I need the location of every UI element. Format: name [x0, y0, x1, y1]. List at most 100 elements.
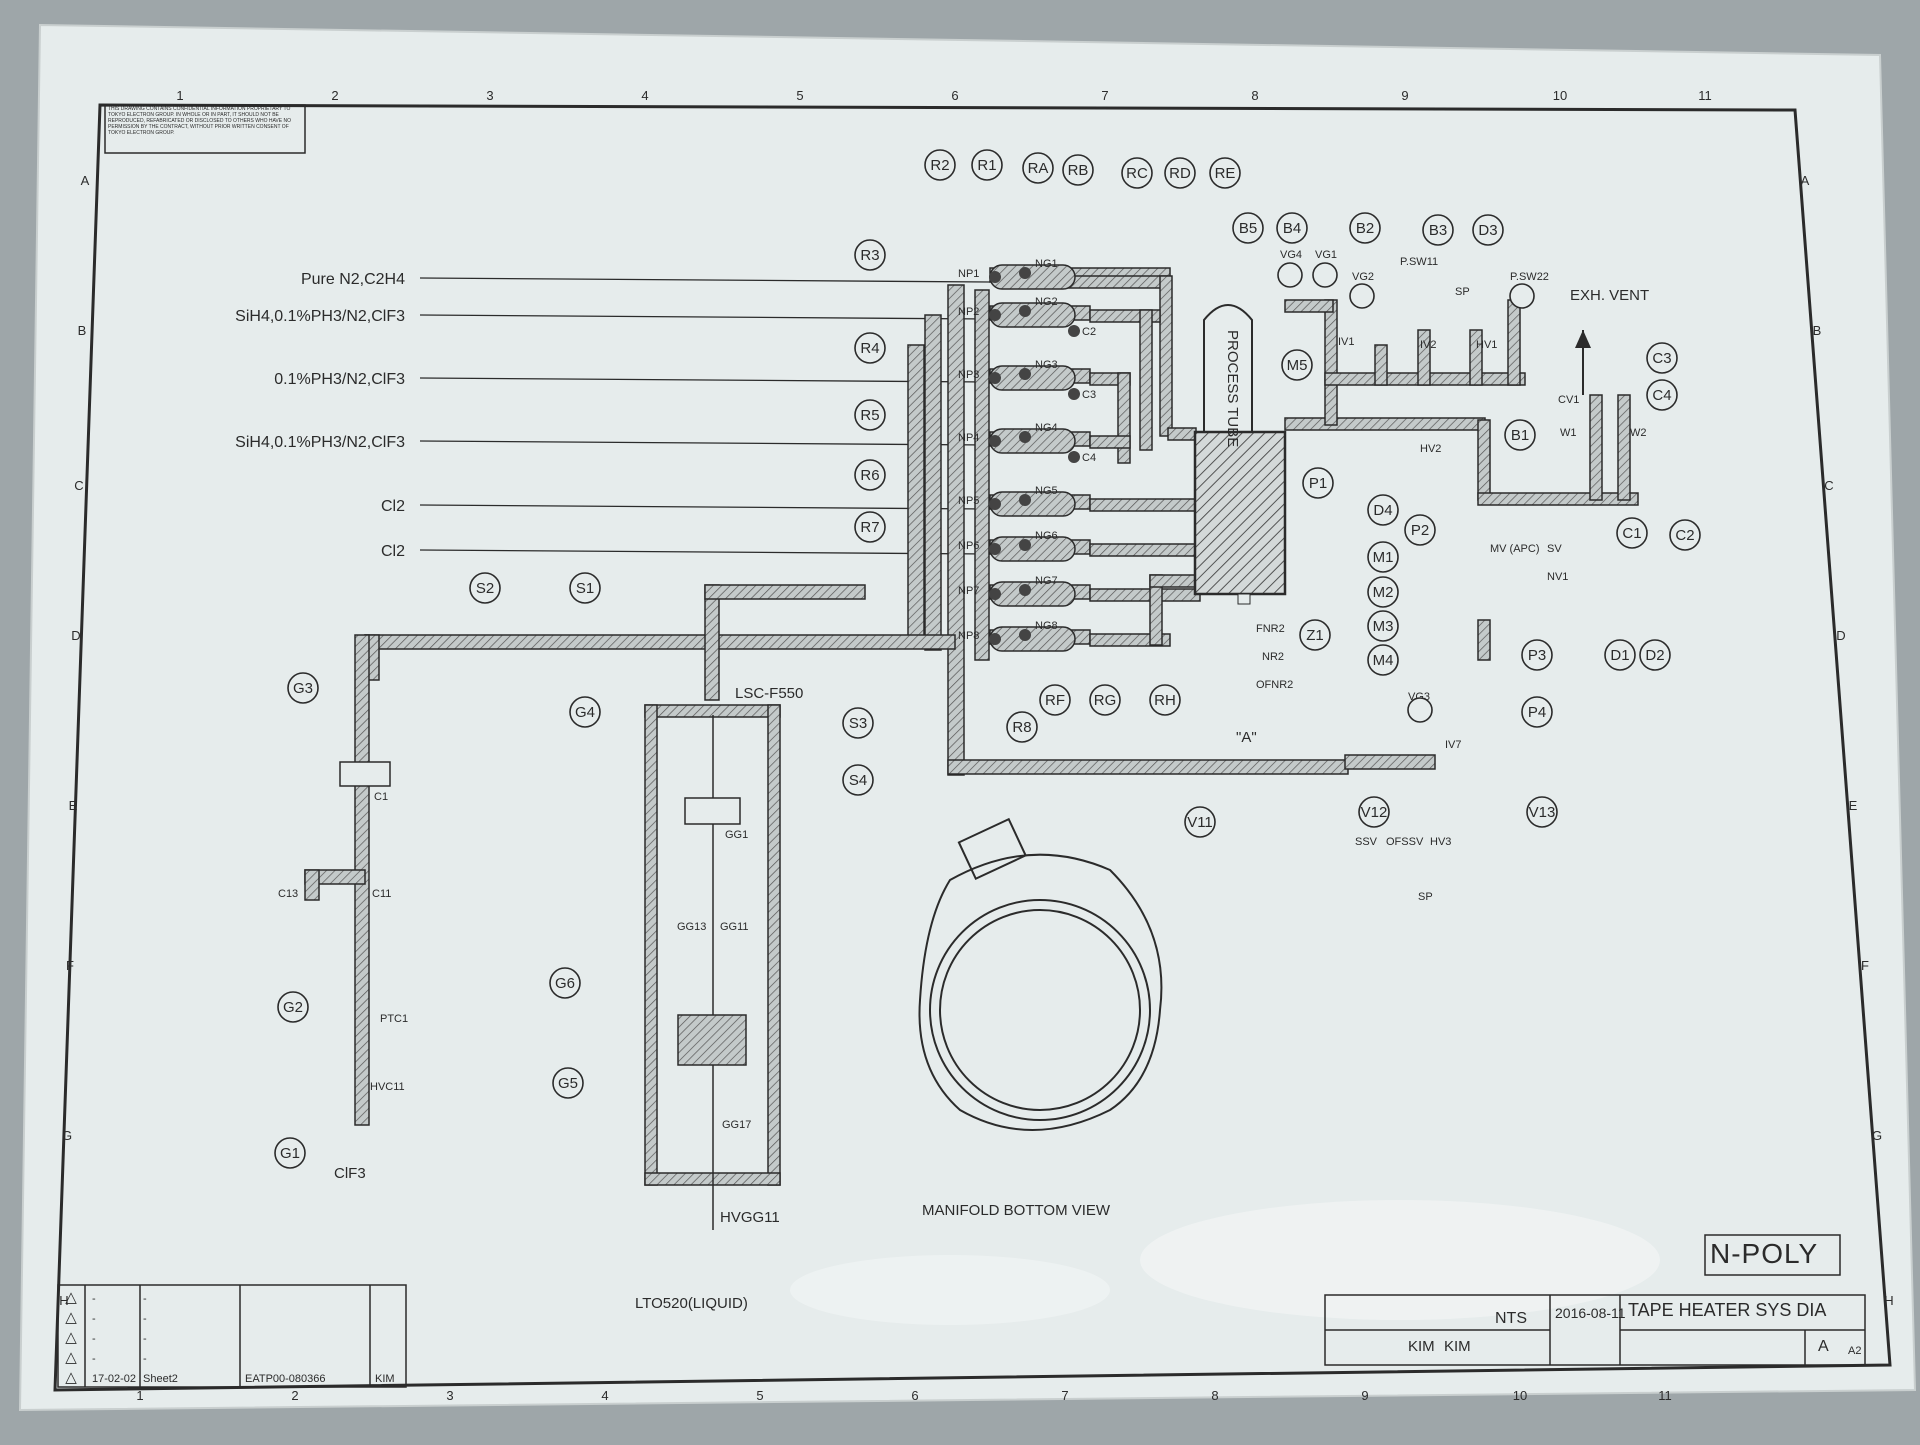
grid-col-label: 9 — [1401, 88, 1408, 103]
np-valve-icon — [989, 588, 1001, 600]
tag-label: RC — [1126, 165, 1148, 182]
tag-label: R7 — [860, 519, 879, 536]
np-valve-icon — [989, 271, 1001, 283]
tag-label: M1 — [1373, 549, 1394, 566]
process-label: PROCESS TUBE — [1224, 330, 1241, 447]
tag-label: S2 — [476, 580, 494, 597]
tag-label: P3 — [1528, 647, 1546, 664]
component-label: OFNR2 — [1256, 679, 1293, 691]
grid-row-label: E — [69, 798, 78, 813]
feed-label: Pure N2,C2H4 — [301, 271, 405, 288]
grid-col-label: 2 — [331, 88, 338, 103]
tag-circle — [1281, 349, 1313, 381]
grid-col-label-bottom: 1 — [136, 1388, 143, 1403]
grid-col-label-bottom: 4 — [601, 1388, 608, 1403]
grid-row-label: F — [66, 958, 74, 973]
c-label: C2 — [1082, 326, 1096, 338]
component-label: SV — [1547, 543, 1562, 555]
rev-note: - — [143, 1313, 147, 1325]
tag-label: R8 — [1012, 719, 1031, 736]
component-label: HV2 — [1420, 443, 1441, 455]
tag-circle — [1521, 639, 1553, 671]
component-label: FNR2 — [1256, 623, 1285, 635]
tag-circle — [1367, 576, 1399, 608]
component-label: IV2 — [1420, 339, 1437, 351]
component-label: GG11 — [720, 921, 749, 933]
ng-block — [989, 264, 1076, 290]
tag-circle — [1526, 796, 1558, 828]
ng-valve-icon — [1019, 431, 1031, 443]
feed-line — [419, 377, 991, 383]
grid-col-label: 10 — [1553, 88, 1567, 103]
rev-date: - — [92, 1353, 96, 1365]
tag-label: G4 — [575, 704, 595, 721]
drawing-frame — [53, 103, 1892, 1392]
component-label: HVGG11 — [720, 1209, 780, 1226]
tag-circle — [1121, 157, 1153, 189]
component-label: GG13 — [677, 921, 706, 933]
ng-block — [989, 491, 1076, 517]
ng-block — [989, 365, 1076, 391]
component-label: HVC11 — [370, 1081, 405, 1093]
tag-circle — [1367, 644, 1399, 676]
tag-circle — [842, 707, 874, 739]
grid-row-label: D — [71, 628, 80, 643]
tag-label: RG — [1094, 692, 1117, 709]
np-valve-icon — [989, 633, 1001, 645]
component-label: W1 — [1560, 427, 1577, 439]
np-valve-icon — [989, 543, 1001, 555]
component-label: C11 — [372, 888, 391, 900]
tag-label: D2 — [1645, 647, 1664, 664]
ng-valve-icon — [1019, 584, 1031, 596]
rev-symbol: △ — [65, 1329, 77, 1346]
grid-row-label: B — [78, 323, 87, 338]
grid-row-label-right: F — [1861, 958, 1869, 973]
lto-loop — [644, 704, 781, 1186]
c-label: C3 — [1082, 389, 1096, 401]
grid-col-label: 5 — [796, 88, 803, 103]
component-label: VG2 — [1352, 271, 1374, 283]
tag-label: R4 — [860, 340, 879, 357]
component-label: ClF3 — [334, 1165, 366, 1182]
tag-circle — [854, 239, 886, 271]
ng-block — [989, 626, 1076, 652]
feed-line — [419, 440, 991, 446]
tag-circle — [1232, 212, 1264, 244]
np-label: NP4 — [958, 432, 979, 444]
grid-col-label: 1 — [176, 88, 183, 103]
tag-circle — [1209, 157, 1241, 189]
c-valve-icon — [1068, 388, 1080, 400]
np-valve-icon — [989, 309, 1001, 321]
tag-circle — [1669, 519, 1701, 551]
tag-circle — [1164, 157, 1196, 189]
tag-label: G3 — [293, 680, 313, 697]
tag-label: RA — [1028, 160, 1049, 177]
tag-circle — [1358, 796, 1390, 828]
component-label: SP — [1455, 286, 1470, 298]
grid-row-label-right: D — [1836, 628, 1845, 643]
grid-col-label-bottom: 8 — [1211, 1388, 1218, 1403]
grid-col-label: 8 — [1251, 88, 1258, 103]
ng-label: NG6 — [1035, 530, 1058, 542]
np-label: NP6 — [958, 540, 979, 552]
tag-circle — [1504, 419, 1536, 451]
tag-label: V12 — [1361, 804, 1388, 821]
grid-row-label: C — [74, 478, 83, 493]
tag-label: S4 — [849, 772, 867, 789]
grid-col-label: 4 — [641, 88, 648, 103]
tag-circle — [1367, 610, 1399, 642]
tag-label: M3 — [1373, 618, 1394, 635]
title-date: 2016-08-11 — [1555, 1305, 1626, 1321]
tag-label: C2 — [1675, 527, 1694, 544]
mfc-box-2 — [684, 797, 741, 825]
ng-label: NG7 — [1035, 575, 1058, 587]
tag-label: R1 — [977, 157, 996, 174]
ng-valve-icon — [1019, 267, 1031, 279]
tag-circle — [1062, 154, 1094, 186]
tag-circle — [1367, 541, 1399, 573]
mfc-box — [339, 761, 391, 787]
tag-circle — [924, 149, 956, 181]
exhaust-piping — [1284, 299, 1639, 661]
rev-date: - — [92, 1313, 96, 1325]
ng-label: NG5 — [1035, 485, 1058, 497]
